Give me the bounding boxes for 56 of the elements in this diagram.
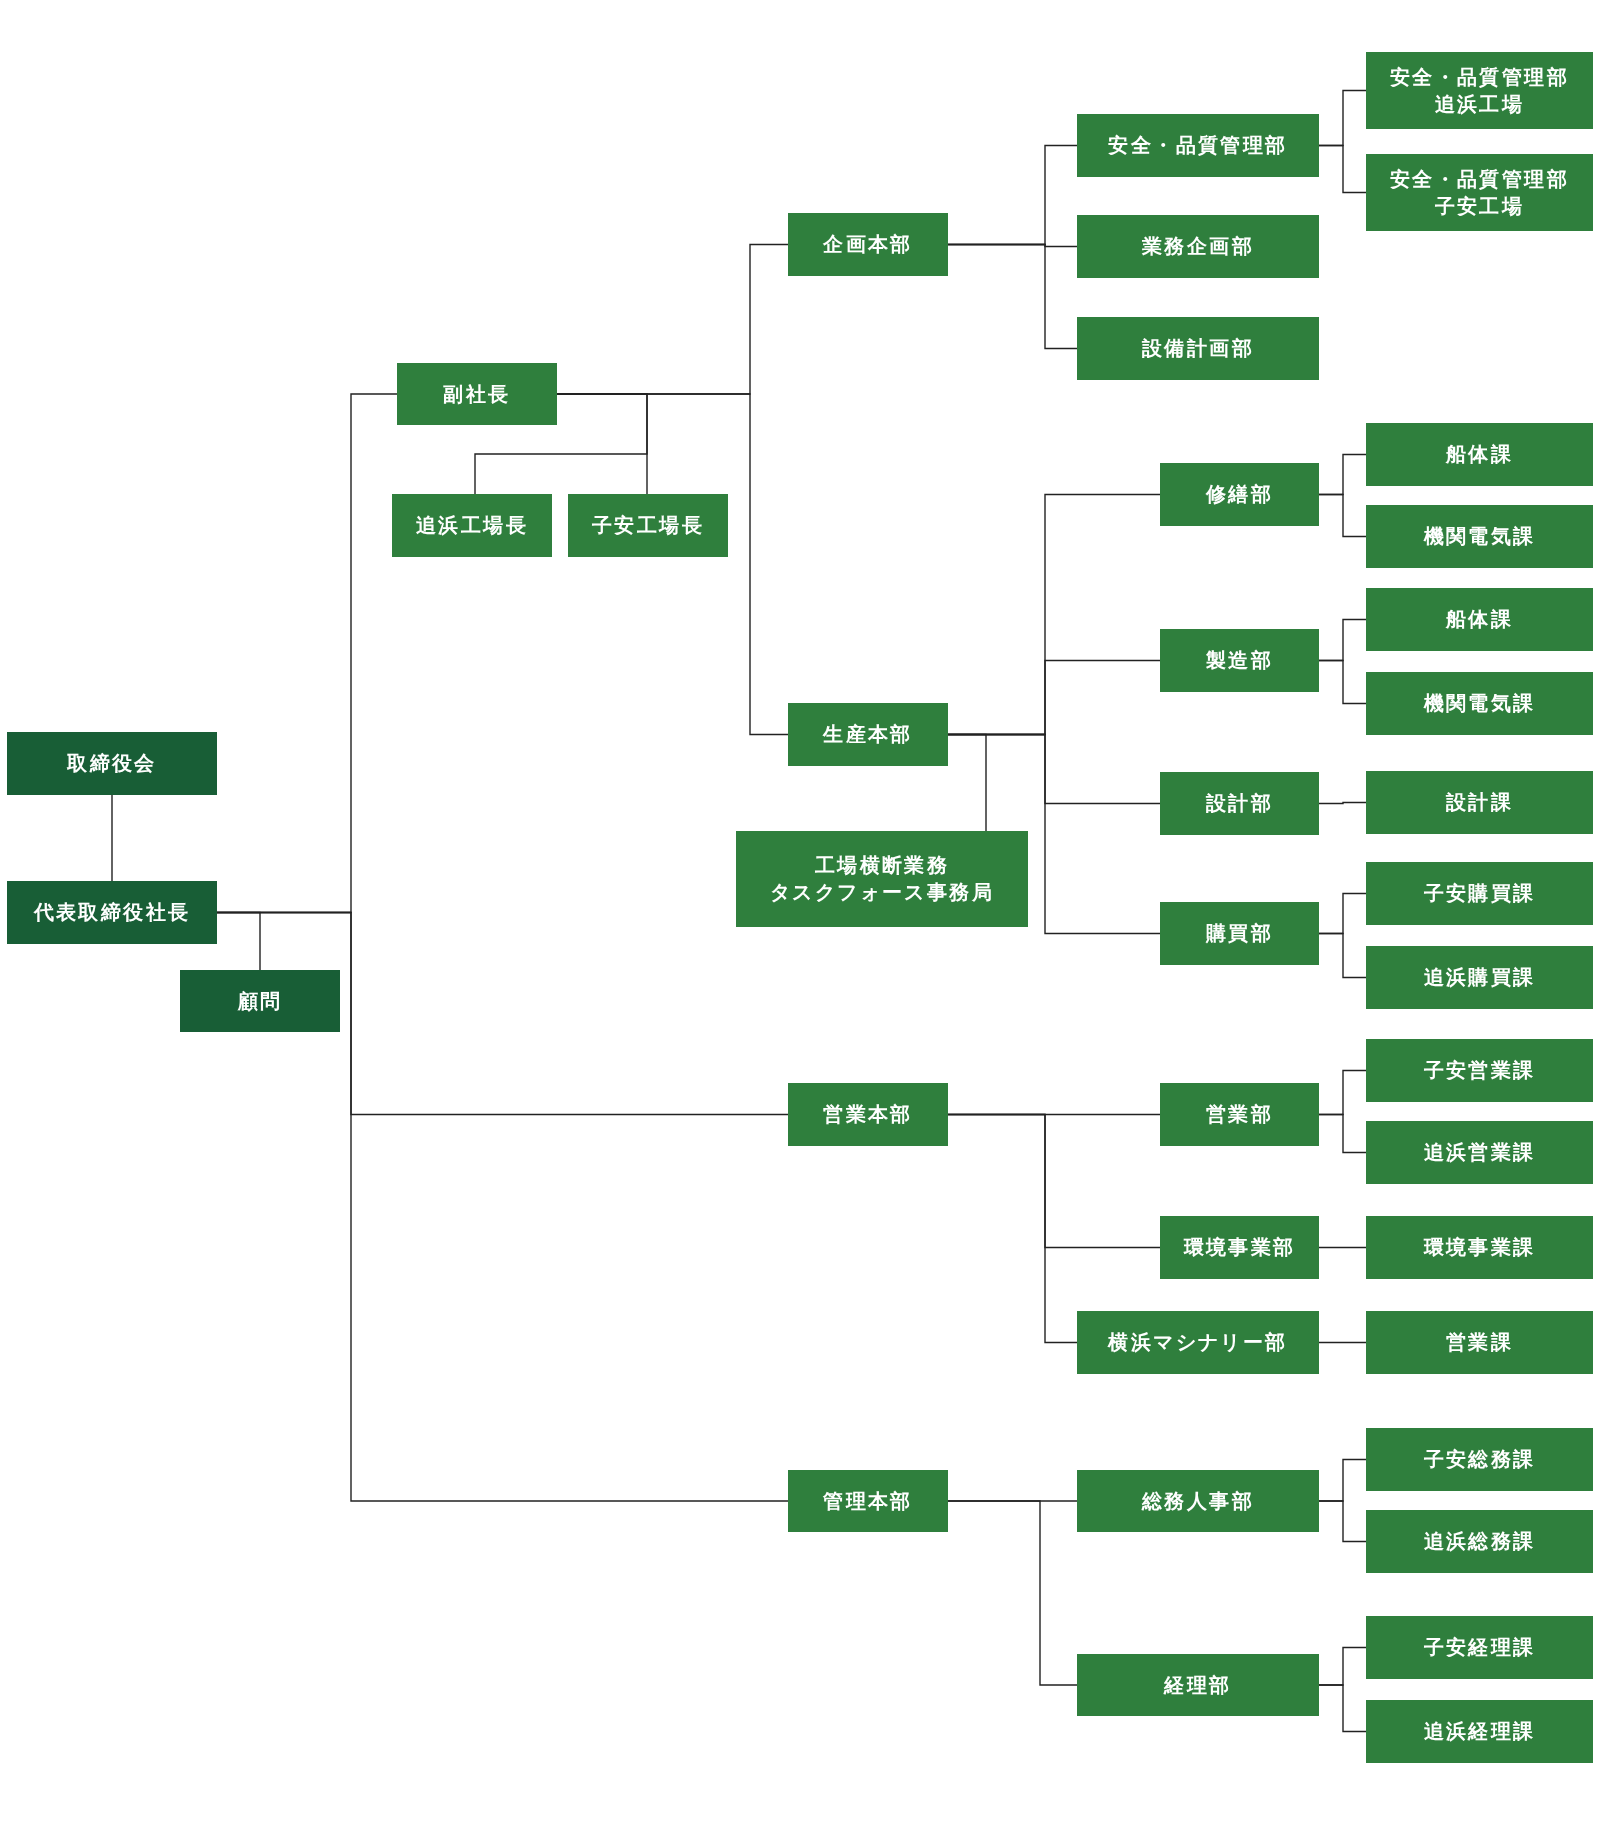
connector-line: [947, 1500, 1078, 1686]
org-unit-box: 子安工場長: [568, 494, 728, 557]
org-unit-box: 子安営業課: [1366, 1039, 1593, 1102]
org-unit-box: 営業本部: [788, 1083, 948, 1146]
connector-line: [1318, 1500, 1367, 1543]
connector-line: [1318, 1684, 1367, 1733]
org-unit-box: 追浜営業課: [1366, 1121, 1593, 1184]
connector-line: [1318, 493, 1367, 538]
connector-line: [1318, 1246, 1367, 1249]
org-unit-box: 機関電気課: [1366, 505, 1593, 568]
org-unit-box: 設備計画部: [1077, 317, 1319, 380]
connector-line: [1318, 932, 1367, 979]
org-unit-box: 生産本部: [788, 703, 948, 766]
org-unit-box: 顧問: [180, 970, 340, 1032]
org-unit-box: 取締役会: [7, 732, 217, 795]
org-unit-box: 代表取締役社長: [7, 881, 217, 944]
connector-line: [1318, 659, 1367, 705]
org-unit-box: 製造部: [1160, 629, 1319, 692]
org-unit-box: 経理部: [1077, 1654, 1319, 1716]
org-unit-box: 管理本部: [788, 1470, 948, 1532]
org-unit-box: 追浜総務課: [1366, 1510, 1593, 1573]
connector-line: [947, 1113, 1078, 1344]
connector-line: [947, 243, 1078, 350]
org-unit-box: 追浜経理課: [1366, 1700, 1593, 1763]
org-unit-box: 安全・品質管理部子安工場: [1366, 154, 1593, 231]
connector-line: [1318, 801, 1367, 805]
org-unit-box: 追浜購買課: [1366, 946, 1593, 1009]
connector-line: [216, 911, 789, 1502]
connector-line: [1318, 144, 1367, 194]
org-unit-box: 購買部: [1160, 902, 1319, 965]
org-unit-box: 子安購買課: [1366, 862, 1593, 925]
org-unit-box: 追浜工場長: [392, 494, 552, 557]
org-unit-box: 業務企画部: [1077, 215, 1319, 278]
org-unit-box: 総務人事部: [1077, 1470, 1319, 1532]
connector-line: [111, 794, 113, 882]
org-unit-box: 営業部: [1160, 1083, 1319, 1146]
org-unit-box: 機関電気課: [1366, 672, 1593, 735]
org-unit-box: 工場横断業務タスクフォース事務局: [736, 831, 1028, 927]
org-unit-box: 安全・品質管理部: [1077, 114, 1319, 177]
org-unit-box: 環境事業部: [1160, 1216, 1319, 1279]
org-unit-box: 安全・品質管理部追浜工場: [1366, 52, 1593, 129]
org-unit-box: 企画本部: [788, 213, 948, 276]
org-unit-box: 環境事業課: [1366, 1216, 1593, 1279]
org-unit-box: 副社長: [397, 363, 557, 425]
connector-line: [947, 733, 1161, 935]
org-unit-box: 設計部: [1160, 772, 1319, 835]
org-unit-box: 修繕部: [1160, 463, 1319, 526]
org-unit-box: 子安経理課: [1366, 1616, 1593, 1679]
org-unit-box: 子安総務課: [1366, 1428, 1593, 1491]
connector-line: [1318, 1113, 1367, 1154]
org-unit-box: 船体課: [1366, 423, 1593, 486]
connector-line: [1318, 1341, 1367, 1344]
org-unit-box: 船体課: [1366, 588, 1593, 651]
org-unit-box: 設計課: [1366, 771, 1593, 834]
org-unit-box: 営業課: [1366, 1311, 1593, 1374]
org-unit-box: 横浜マシナリー部: [1077, 1311, 1319, 1374]
